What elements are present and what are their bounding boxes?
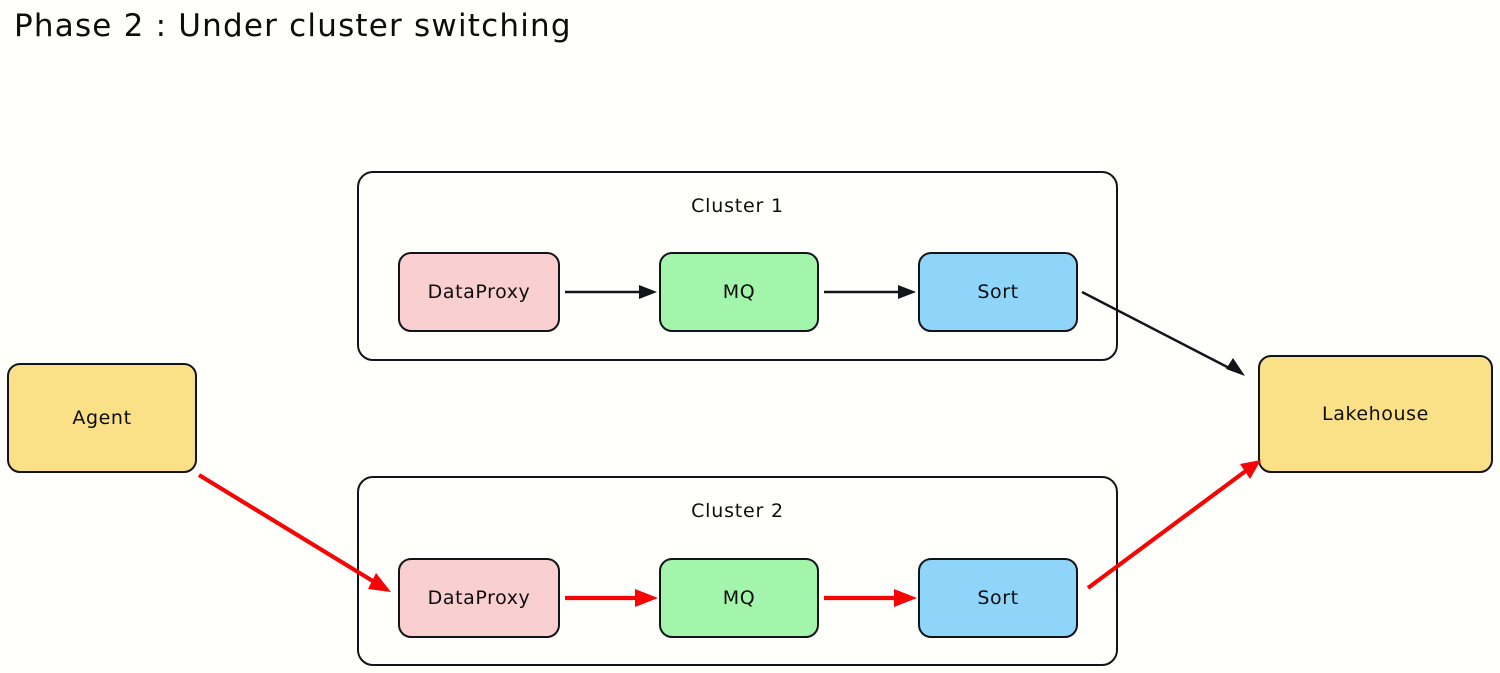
node-label: MQ <box>722 281 756 303</box>
cluster-2-label: Cluster 2 <box>691 500 784 522</box>
node-cluster-1-sort[interactable]: Sort <box>918 252 1078 332</box>
node-cluster-1-dataproxy[interactable]: DataProxy <box>398 252 560 332</box>
node-label: DataProxy <box>427 281 531 303</box>
node-label: MQ <box>722 587 756 609</box>
node-label: Agent <box>72 407 132 429</box>
node-cluster-2-sort[interactable]: Sort <box>918 558 1078 638</box>
node-agent[interactable]: Agent <box>7 363 197 473</box>
node-cluster-1-mq[interactable]: MQ <box>659 252 819 332</box>
node-cluster-2-mq[interactable]: MQ <box>659 558 819 638</box>
cluster-1-container[interactable]: Cluster 1 <box>357 171 1118 361</box>
node-label: Sort <box>977 587 1019 609</box>
node-label: Lakehouse <box>1322 403 1429 425</box>
page-title: Phase 2 : Under cluster switching <box>14 8 572 44</box>
node-cluster-2-dataproxy[interactable]: DataProxy <box>398 558 560 638</box>
cluster-1-label: Cluster 1 <box>691 195 784 217</box>
node-lakehouse[interactable]: Lakehouse <box>1258 355 1493 473</box>
node-label: DataProxy <box>427 587 531 609</box>
node-label: Sort <box>977 281 1019 303</box>
